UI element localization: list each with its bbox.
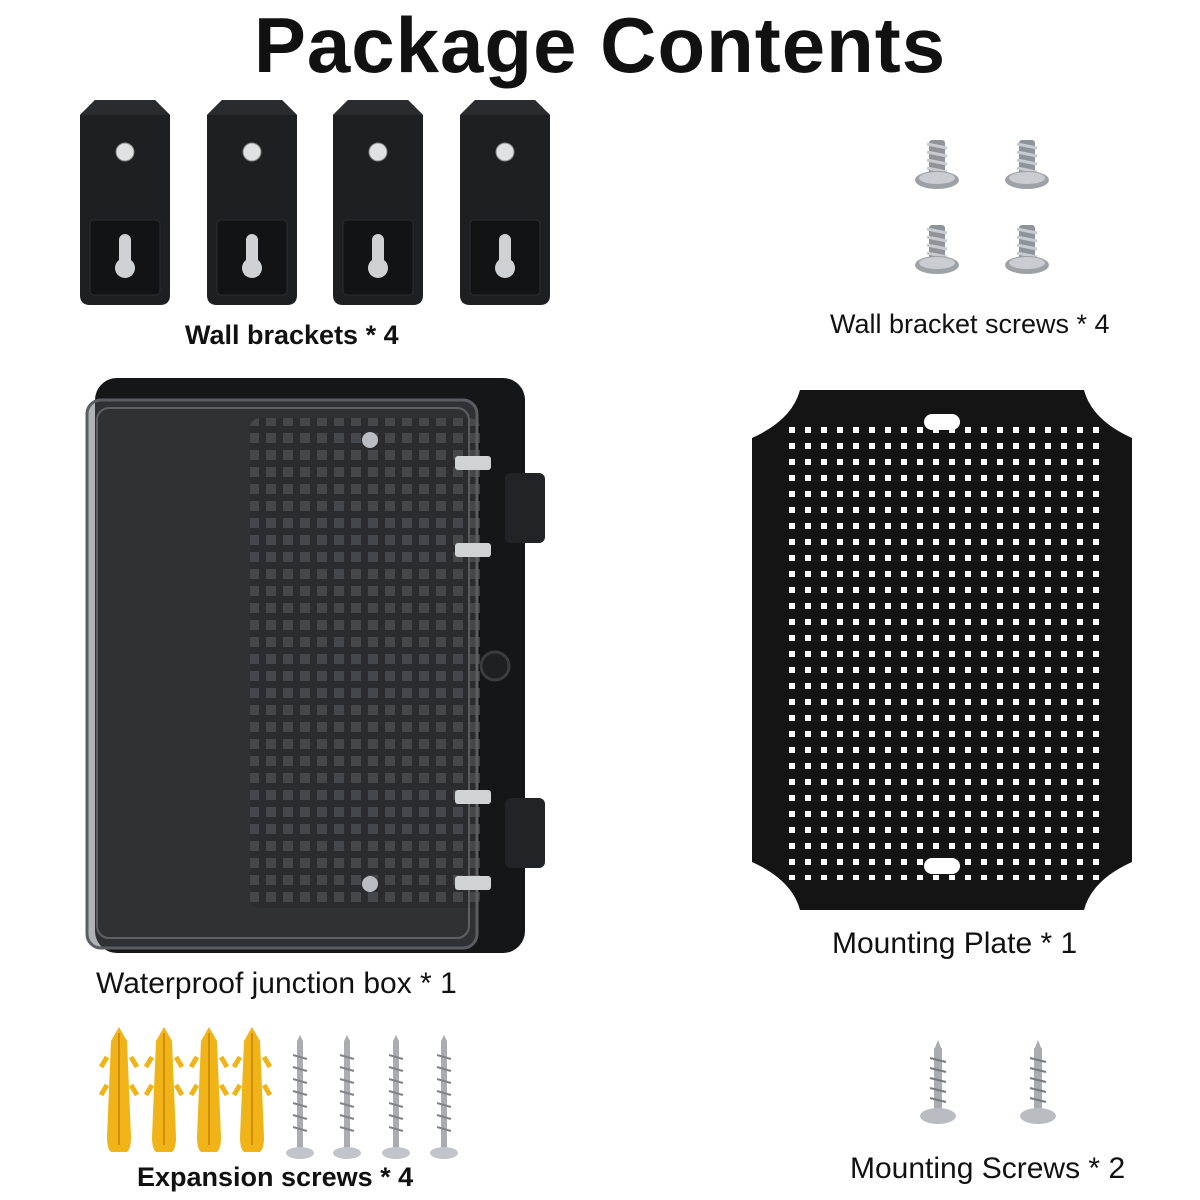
page-title: Package Contents (253, 1, 947, 89)
expansion-screw-4 (429, 1034, 459, 1160)
expansion-screw-1 (285, 1034, 315, 1160)
wall-brackets-label: Wall brackets * 4 (185, 320, 399, 350)
mounting-plate-label: Mounting Plate * 1 (832, 927, 1078, 960)
mounting-screw-2 (1019, 1039, 1057, 1125)
junction-box-image (75, 378, 545, 958)
wall-bracket-screw-4 (1003, 223, 1051, 276)
junction-box-label: Waterproof junction box * 1 (96, 967, 457, 1000)
expansion-screws-label: Expansion screws * 4 (137, 1162, 414, 1192)
wall-brackets-image (79, 99, 551, 310)
wall-bracket-2 (206, 99, 298, 306)
mounting-plate-image (752, 390, 1132, 910)
expansion-screw-2 (332, 1034, 362, 1160)
wall-bracket-screws-label: Wall bracket screws * 4 (830, 309, 1110, 339)
expansion-anchor-3 (191, 1027, 227, 1152)
mounting-screws-label: Mounting Screws * 2 (850, 1152, 1126, 1185)
expansion-anchor-1 (101, 1027, 137, 1152)
expansion-anchor-4 (234, 1027, 270, 1152)
wall-bracket-3 (332, 99, 424, 306)
expansion-screw-3 (381, 1034, 411, 1160)
wall-bracket-screw-3 (913, 223, 961, 276)
wall-bracket-screw-1 (913, 138, 961, 191)
wall-bracket-screws-image (905, 132, 1065, 292)
wall-bracket-screw-2 (1003, 138, 1051, 191)
wall-bracket-1 (79, 99, 171, 306)
wall-bracket-4 (459, 99, 551, 306)
mounting-screws-image (915, 1035, 1065, 1130)
expansion-anchor-2 (146, 1027, 182, 1152)
mounting-screw-1 (919, 1039, 957, 1125)
expansion-screws-image (105, 1025, 470, 1160)
